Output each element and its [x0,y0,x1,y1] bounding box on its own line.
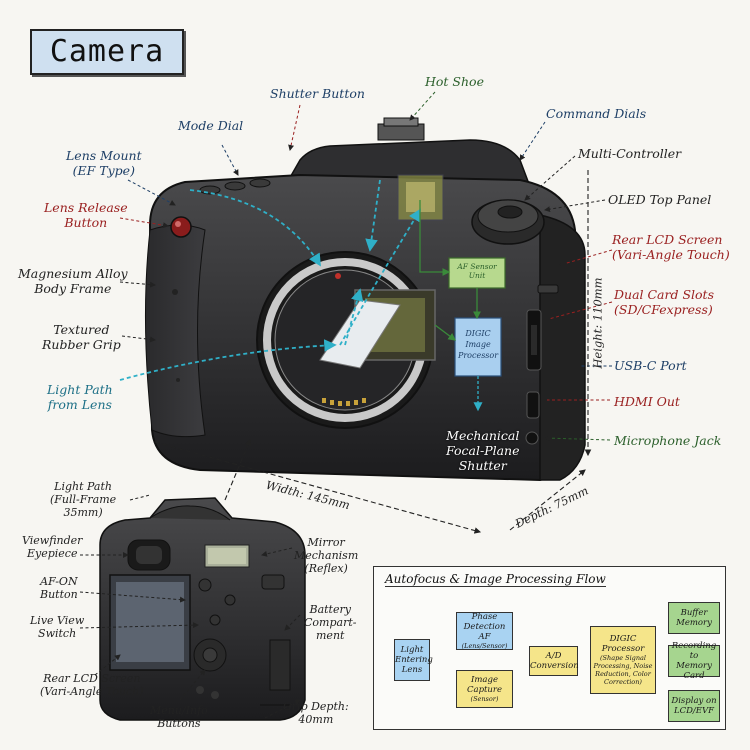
label-rear-lcd: Rear LCD Screen(Vari-Angle Touch) [612,232,730,262]
dimension-grip-depth: Grip Depth:40mm [283,700,349,726]
label-hdmi-out: HDMI Out [614,394,680,409]
dimension-height: Height: 110mm [590,277,605,369]
light-path-arrows [119,179,421,381]
label-hot-shoe: Hot Shoe [425,74,484,89]
label-rear-lcd-b: Rear LCD Screen(Vari-Angle Touch) [40,672,144,698]
flow-title: Autofocus & Image Processing Flow [385,572,606,587]
label-lens-mount: Lens Mount(EF Type) [66,148,142,178]
label-shutter-button: Shutter Button [270,86,365,101]
label-multi-controller: Multi-Controller [578,146,682,161]
page-title: Camera [49,34,165,69]
label-microphone-jack: Microphone Jack [614,433,722,448]
title-banner: Camera [30,29,184,75]
rear-leader-lines [79,547,301,719]
rear-camera-body [99,497,306,721]
label-mode-dial: Mode Dial [178,118,244,133]
label-command-dials: Command Dials [546,106,647,121]
label-oled-top-panel: OLED Top Panel [608,192,712,207]
internal-signal-lines [419,200,483,412]
main-camera-body [144,117,586,482]
leader-lines [119,91,613,501]
label-usbc-port: USB-C Port [614,358,687,373]
dimension-lines [154,170,592,534]
label-dual-card-slots: Dual Card Slots(SD/CFexpress) [614,287,714,317]
